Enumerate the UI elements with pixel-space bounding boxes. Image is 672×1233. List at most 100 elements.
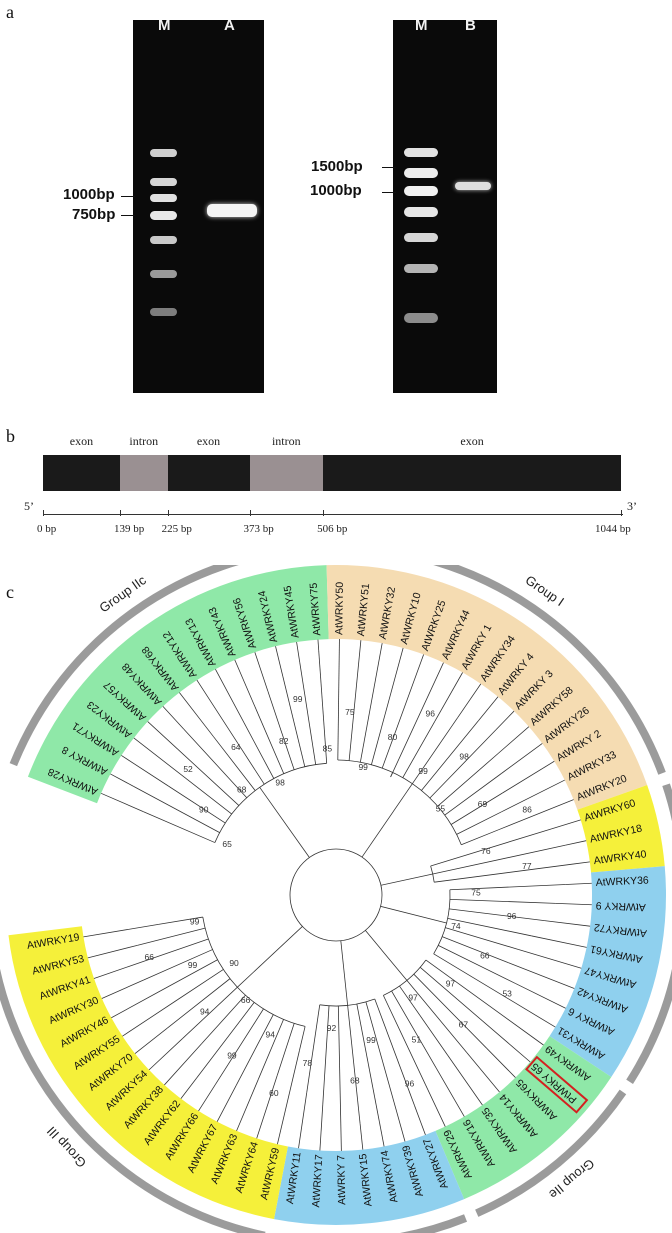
branch <box>340 940 349 1006</box>
bootstrap-value: 75 <box>471 887 481 897</box>
position-tick <box>323 510 325 516</box>
branch <box>421 720 479 791</box>
branch <box>361 783 413 858</box>
group-arc-iii <box>0 968 266 1233</box>
branch <box>399 985 448 1056</box>
branch <box>179 692 214 738</box>
branch <box>237 926 303 988</box>
leaf-label: AtWRKY15 <box>357 1153 375 1207</box>
bootstrap-value: 80 <box>388 732 398 742</box>
branch <box>406 980 468 1053</box>
branch <box>164 1043 203 1086</box>
branch <box>340 1114 342 1151</box>
clade-color-block <box>577 785 665 873</box>
branch <box>257 1019 284 1080</box>
clade-color-block <box>8 926 288 1220</box>
marker-750bp-a: 750bp <box>72 206 116 223</box>
intron-label: intron <box>271 434 301 448</box>
branch <box>216 1085 237 1122</box>
exon-label: exon <box>196 434 221 448</box>
branch <box>101 979 145 999</box>
branch <box>317 639 320 651</box>
leaf-label: AtWRKY75 <box>308 582 324 636</box>
ladder-band <box>404 148 438 157</box>
bootstrap-value: 98 <box>275 777 285 787</box>
branch <box>180 1077 197 1099</box>
branch <box>391 990 437 1069</box>
branch <box>275 646 284 677</box>
branch <box>502 760 555 794</box>
branch <box>160 959 218 992</box>
branch <box>147 721 179 750</box>
branch <box>383 654 424 764</box>
bootstrap-value: 99 <box>418 766 428 776</box>
ladder-band <box>150 270 177 278</box>
bootstrap-value: 69 <box>478 799 488 809</box>
branch <box>177 969 224 1001</box>
branch <box>515 1002 556 1028</box>
ladder-band <box>404 313 438 323</box>
bootstrap-value: 90 <box>229 958 239 968</box>
position-label: 139 bp <box>113 523 145 535</box>
bootstrap-value: 97 <box>408 993 418 1003</box>
branch <box>298 1026 306 1051</box>
branch <box>319 1104 324 1151</box>
bootstrap-value: 66 <box>241 995 251 1005</box>
bootstrap-value: 99 <box>293 694 303 704</box>
bootstrap-value: 96 <box>425 708 435 718</box>
ladder-band <box>404 186 438 196</box>
bootstrap-value: 65 <box>222 839 232 849</box>
branch <box>236 1079 259 1132</box>
branch <box>381 763 385 769</box>
branch <box>377 647 404 741</box>
branch <box>565 840 587 846</box>
branch <box>240 747 265 785</box>
branch <box>111 990 161 1019</box>
bootstrap-value: 86 <box>522 805 532 815</box>
gene-track <box>43 455 621 491</box>
leaf-label: AtWRKY 7 <box>335 1155 348 1205</box>
bootstrap-value: 64 <box>231 742 241 752</box>
position-tick <box>167 510 169 516</box>
bootstrap-value: 96 <box>507 911 517 921</box>
exon-segment <box>167 455 250 491</box>
five-prime-label: 5’ <box>24 499 34 513</box>
bootstrap-value: 60 <box>269 1088 279 1098</box>
branch <box>356 1003 379 1117</box>
branch <box>486 1048 516 1078</box>
branch <box>500 743 543 774</box>
branch <box>531 935 587 948</box>
branch <box>201 994 246 1044</box>
branch <box>445 927 519 950</box>
sample-band-a <box>207 204 257 217</box>
clade-color-block <box>27 565 329 804</box>
bootstrap-value: 52 <box>183 764 193 774</box>
bootstrap-value: 99 <box>188 960 198 970</box>
branch <box>256 1075 278 1139</box>
bootstrap-value: 98 <box>459 752 469 762</box>
branch <box>100 792 144 812</box>
branch <box>447 1054 483 1106</box>
branch <box>383 995 426 1086</box>
branch <box>362 643 383 748</box>
branch <box>573 861 590 865</box>
gel-b-lane-m: M <box>415 17 428 34</box>
branch <box>337 1005 342 1115</box>
gel-image-b: M B <box>393 17 497 393</box>
branch <box>510 1044 531 1063</box>
exon-label: exon <box>69 434 94 448</box>
branch <box>457 683 482 718</box>
bootstrap-value: 77 <box>522 861 532 871</box>
branch <box>450 792 503 825</box>
intron-segment <box>249 455 324 491</box>
branch <box>413 973 488 1049</box>
bootstrap-value: 94 <box>200 1006 210 1016</box>
branch <box>177 749 240 806</box>
branch <box>127 938 209 968</box>
branch <box>235 1014 274 1086</box>
marker-tick <box>382 192 396 193</box>
branch <box>425 1084 446 1127</box>
bootstrap-value: 78 <box>303 1058 313 1068</box>
marker-tick <box>382 167 396 168</box>
branch <box>254 706 285 774</box>
